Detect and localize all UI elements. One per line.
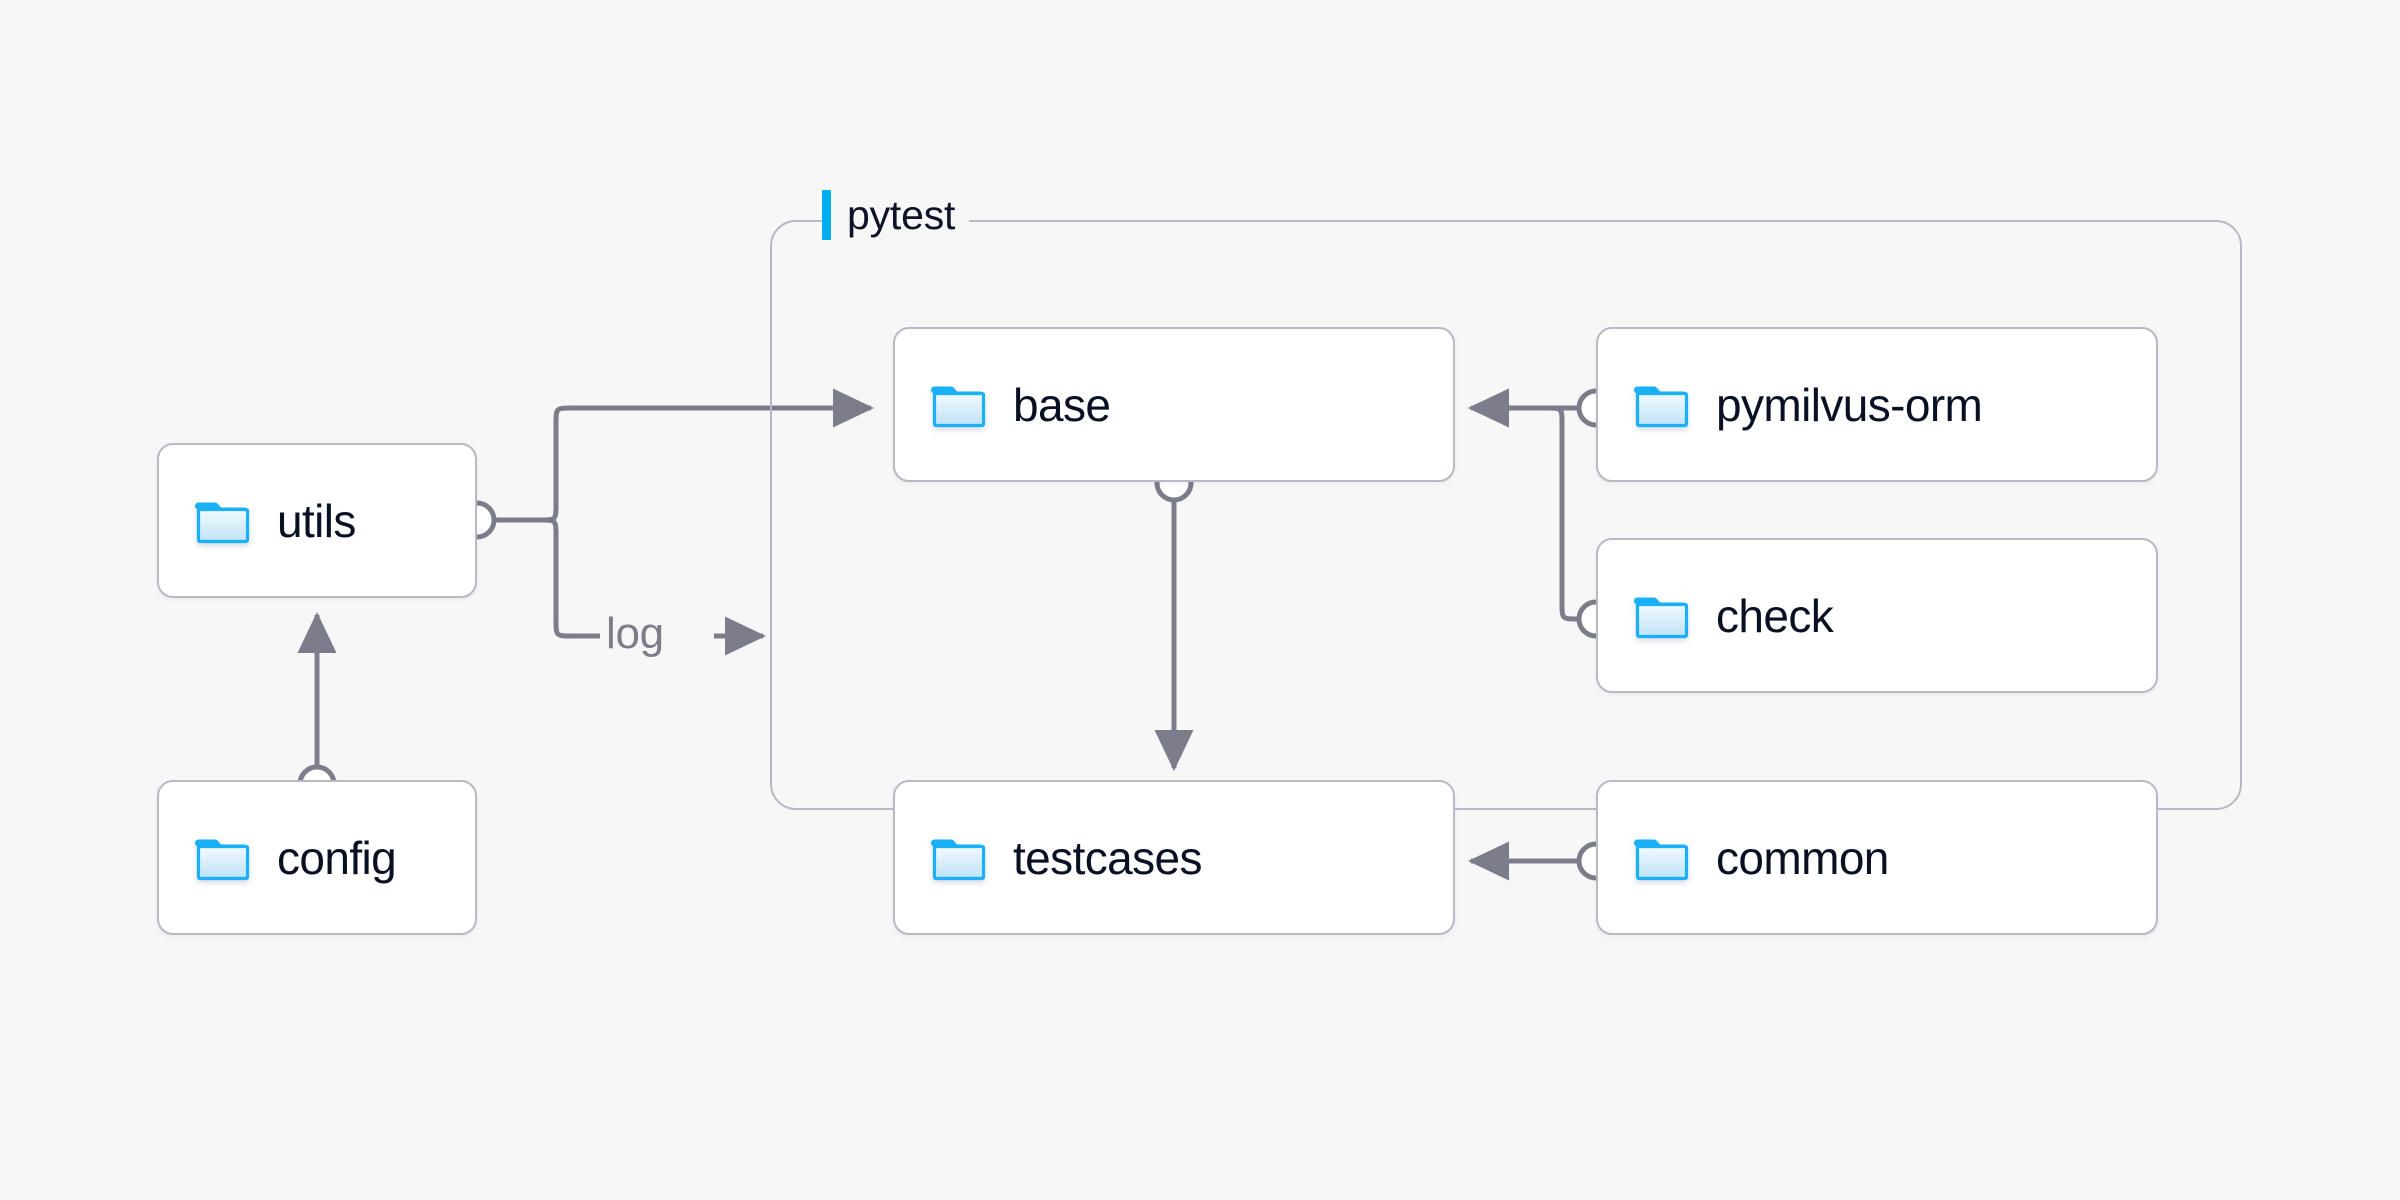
folder-icon [1634, 597, 1689, 638]
node-config[interactable]: config [157, 780, 477, 935]
node-base-label: base [1013, 378, 1111, 431]
node-common[interactable]: common [1596, 780, 2158, 935]
folder-icon [195, 839, 250, 880]
node-common-label: common [1716, 831, 1889, 884]
node-testcases-label: testcases [1013, 831, 1203, 884]
group-accent-bar [822, 190, 831, 240]
node-pymilvus-orm-label: pymilvus-orm [1716, 378, 1983, 431]
folder-icon [1634, 386, 1689, 427]
node-base[interactable]: base [893, 327, 1455, 482]
edge-label-log: log [600, 612, 670, 656]
node-pymilvus-orm[interactable]: pymilvus-orm [1596, 327, 2158, 482]
group-pytest[interactable] [770, 220, 2242, 810]
node-testcases[interactable]: testcases [893, 780, 1455, 935]
group-pytest-title: pytest [822, 188, 970, 242]
folder-icon [931, 839, 986, 880]
node-utils-label: utils [277, 494, 356, 547]
node-config-label: config [277, 831, 397, 884]
node-check[interactable]: check [1596, 538, 2158, 693]
node-utils[interactable]: utils [157, 443, 477, 598]
node-check-label: check [1716, 589, 1834, 642]
folder-icon [931, 386, 986, 427]
folder-icon [1634, 839, 1689, 880]
folder-icon [195, 502, 250, 543]
group-title-label: pytest [847, 191, 956, 238]
